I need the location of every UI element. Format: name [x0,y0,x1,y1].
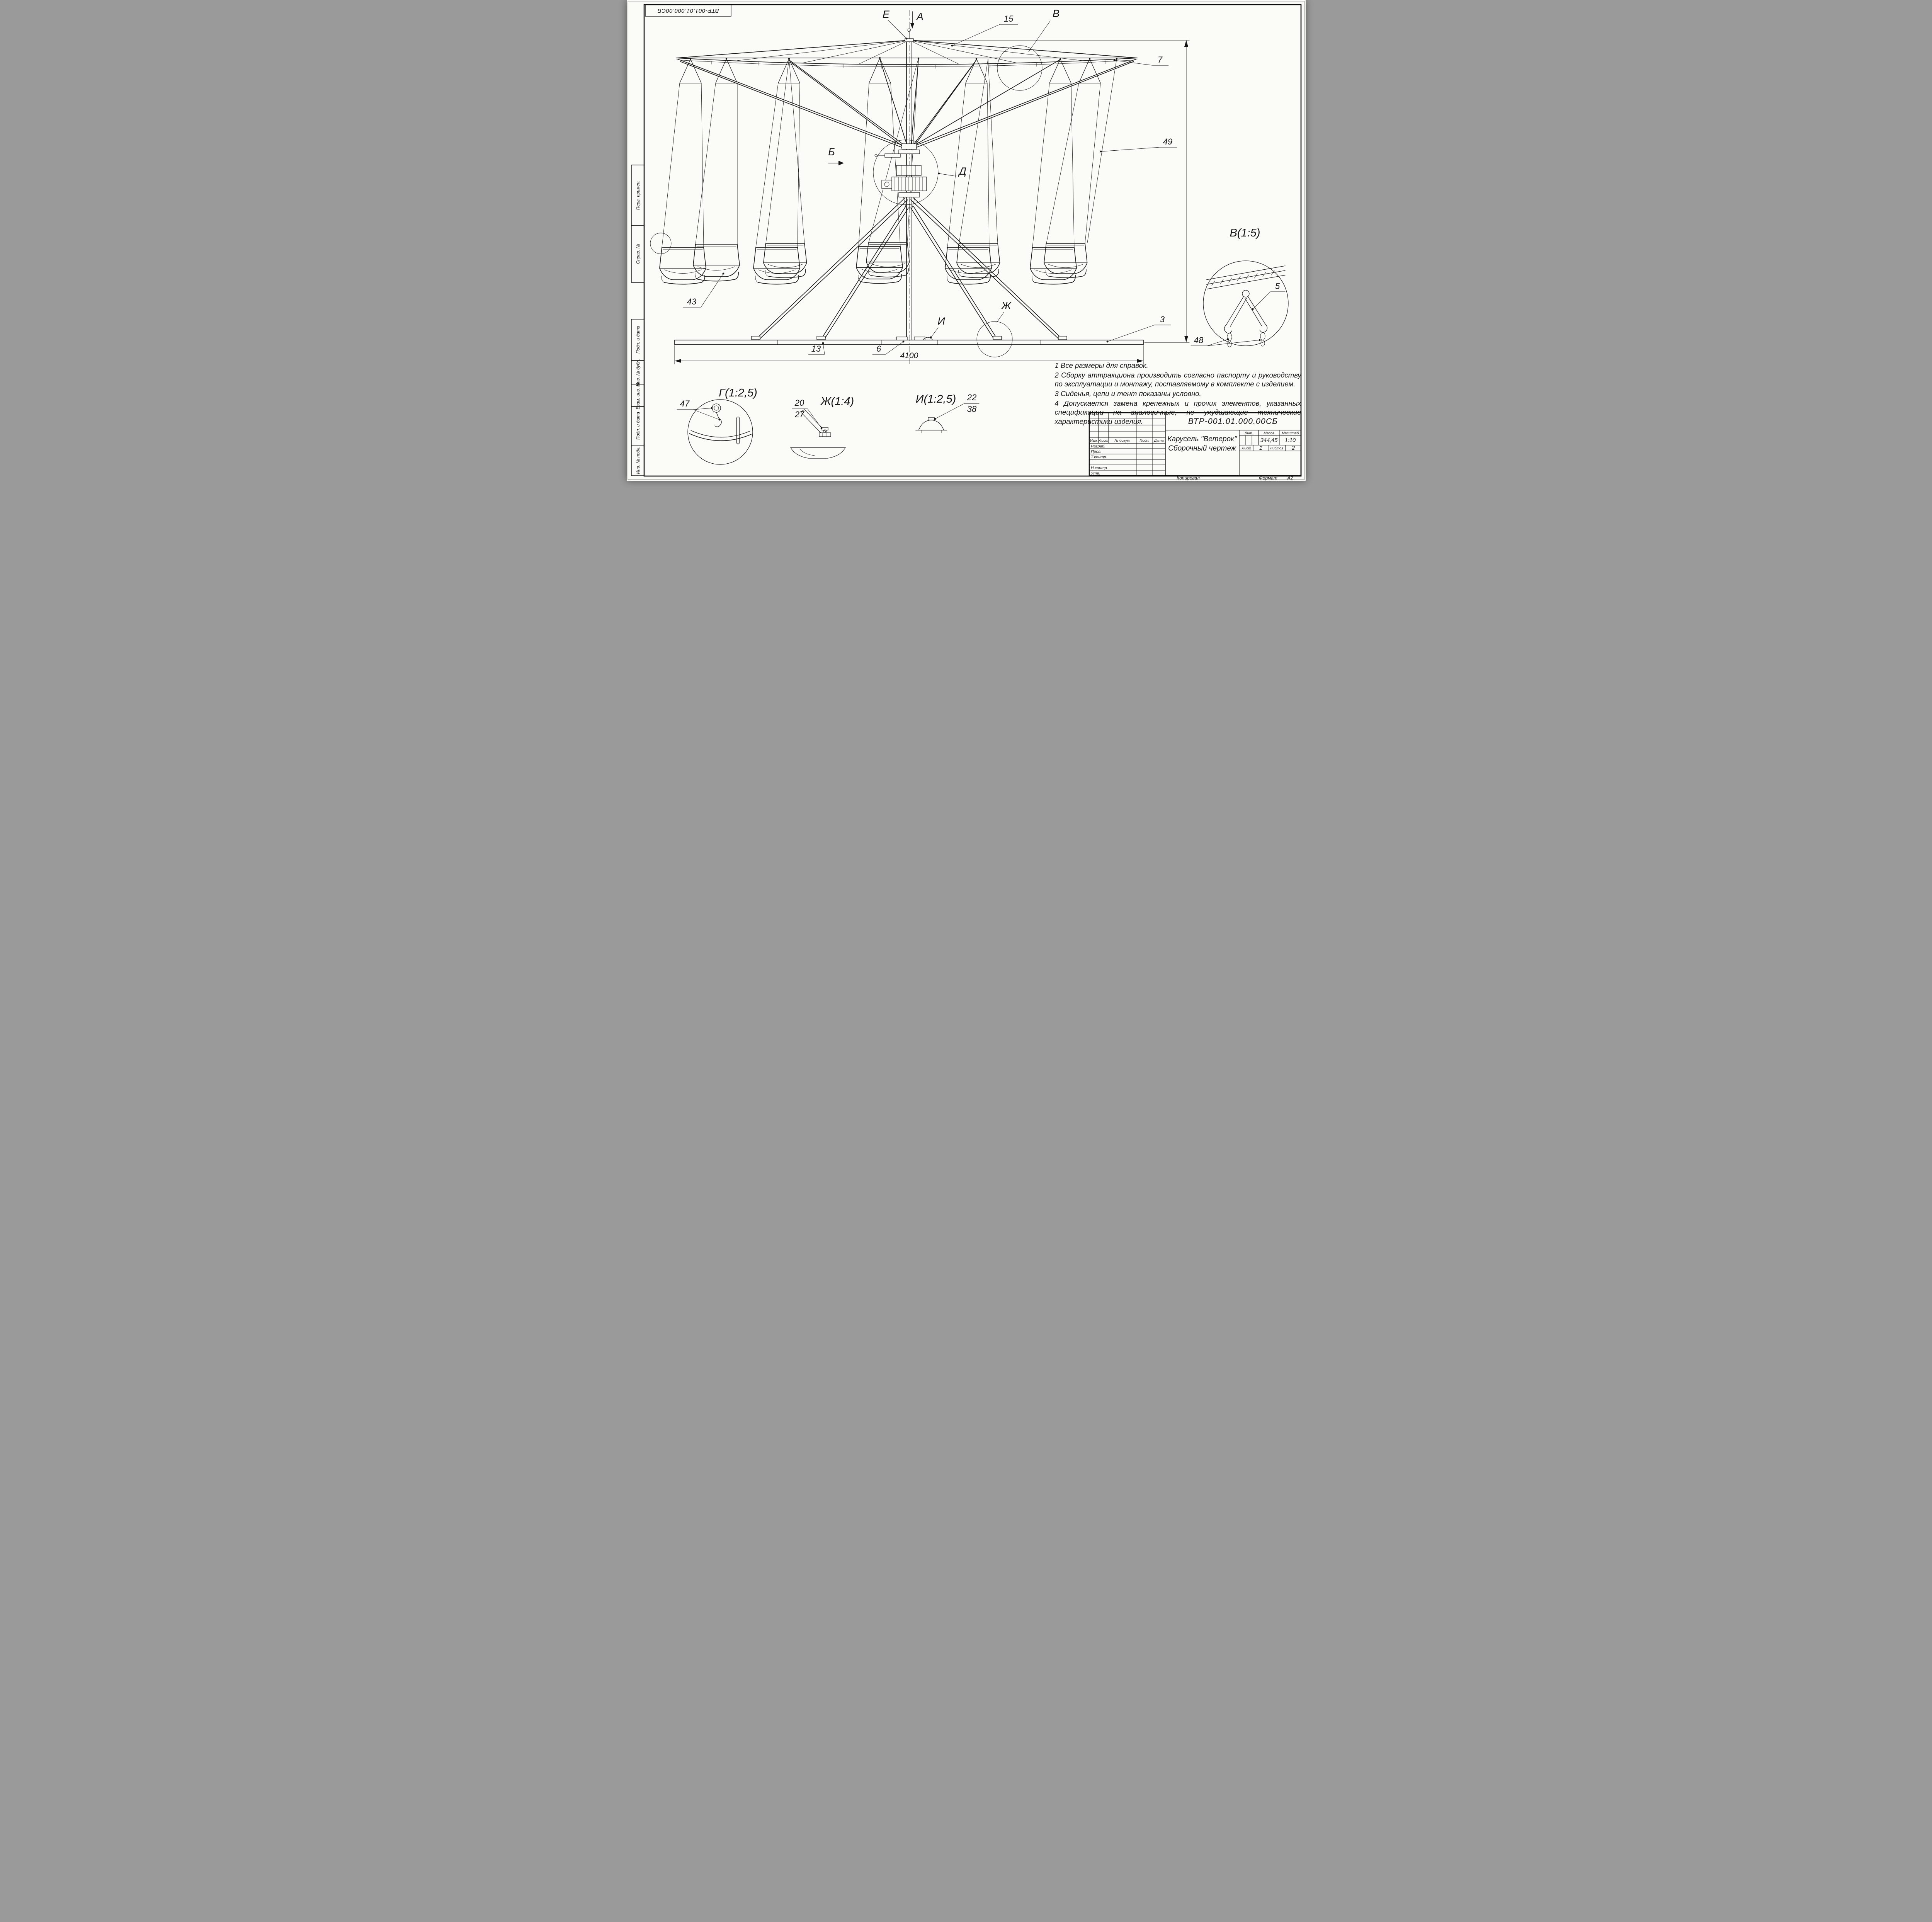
main-view-carousel: 4100 Е А 15 В 7 49 Б [650,8,1189,365]
tb-col-izm: Изм. [1090,439,1097,443]
detail-view-b: В(1:5) 5 48 [1190,227,1289,347]
support-legs [751,197,1067,340]
callout-27: 27 [794,410,804,419]
title-block: ВТР-001.01.000.00СБ Карусель "Ветерок" С… [1088,412,1301,476]
detail-zh-title: Ж(1:4) [820,395,854,408]
callout-13: 13 [811,344,821,354]
callout-i: И [937,315,945,327]
callout-b: В [1053,8,1060,19]
tb-col-ndoc: № докум. [1114,439,1131,443]
callout-38: 38 [967,404,976,414]
dimension-4100: 4100 [674,345,1143,364]
margin-label: Подп. и дата [636,412,641,440]
tb-row-nkontr: Н.контр. [1091,466,1108,470]
tb-row-razrab: Разраб. [1091,444,1105,449]
tb-col-list: Лист [1098,439,1108,443]
callouts: Е А 15 В 7 49 Б Д 43 Ж И 13 [683,8,1177,355]
tb-col-data: Дата [1153,439,1163,443]
tb-scale-label: Масштаб [1281,431,1299,435]
base-ground-beam [674,337,1144,345]
drawing-sheet: Перв. примен. Справ. № Подп. и дата Инв.… [626,0,1306,481]
note-line: 3 Сиденья, цепи и тент показаны условно. [1054,390,1201,398]
tb-scale-value: 1:10 [1284,437,1295,444]
footer-labels: Копировал Формат А2 [1177,475,1293,481]
margin-label: Инв. № дубл. [636,359,641,386]
callout-3: 3 [1160,315,1165,324]
callout-22: 22 [966,393,976,402]
note-line: 4 Допускается замена крепежных и прочих … [1054,399,1301,426]
tb-lit-label: Лит. [1244,431,1253,435]
title-doc-type: Сборочный чертеж [1168,444,1236,452]
technical-notes: 1 Все размеры для справок. 2 Сборку аттр… [1055,361,1301,427]
margin-label: Справ. № [636,243,641,264]
callout-zh: Ж [1000,300,1012,311]
title-doc-number: ВТР-001.01.000.00СБ [1188,417,1277,426]
canopy-tent [676,40,1138,69]
callout-e: Е [883,9,890,20]
detail-g-boundary-circle [650,233,671,254]
dimension-4100-text: 4100 [900,351,918,360]
footer-format-label: Формат [1259,475,1277,481]
tb-sheets-value: 2 [1291,445,1294,451]
detail-i-title: И(1:2,5) [915,393,956,405]
tb-mass-value: 344,45 [1260,437,1277,444]
detail-b-title: В(1:5) [1230,227,1260,239]
margin-label: Инв. № подл. [636,446,641,474]
note-line: 2 Сборку аттракциона производить согласн… [1054,371,1301,388]
callout-48: 48 [1194,335,1203,345]
callout-47: 47 [680,399,689,408]
tb-col-podp: Подп. [1139,439,1149,443]
callout-7: 7 [1157,55,1162,65]
callout-15: 15 [1003,14,1013,24]
detail-b-boundary-circle [997,45,1042,91]
callout-49: 49 [1163,137,1172,146]
detail-view-i: И(1:2,5) 22 38 [915,393,979,433]
detail-zh-boundary-circle [976,321,1012,357]
suspension-arms [677,59,1136,150]
passenger-seats [659,242,1087,285]
doc-number-stamp-text: ВТР-001.01.000.00СБ [657,7,719,14]
detail-g-title: Г(1:2,5) [719,387,757,399]
callout-b-view: Б [828,146,835,158]
callout-6: 6 [876,344,881,354]
tb-sheet-label: Лист [1241,446,1251,451]
callout-d: Д [958,165,966,177]
title-product-name: Карусель "Ветерок" [1167,435,1237,443]
callout-a: А [916,11,923,22]
margin-label: Взам. инв. № [636,382,641,410]
detail-d-boundary-circle [873,139,938,205]
doc-number-stamp-rotated: ВТР-001.01.000.00СБ [645,4,731,17]
tb-mass-label: Масса [1263,431,1274,435]
margin-label: Подп. и дата [636,326,641,354]
tb-sheet-value: 1 [1259,445,1262,451]
detail-view-zh: Ж(1:4) 20 27 [790,395,854,459]
margin-label: Перв. примен. [636,180,641,210]
drive-machinery [874,143,927,209]
seat-chains [662,57,1117,248]
tb-row-prov: Пров. [1091,449,1102,454]
footer-copied: Копировал [1177,475,1200,481]
left-margin-column: Перв. примен. Справ. № Подп. и дата Инв.… [631,165,645,476]
callout-20: 20 [794,398,804,408]
assembly-drawing-svg: Перв. примен. Справ. № Подп. и дата Инв.… [628,1,1304,481]
tb-row-utv: Утв. [1090,471,1100,476]
callout-43: 43 [687,297,696,306]
callout-5: 5 [1275,281,1280,291]
tb-sheets-label: Листов [1269,446,1283,451]
tb-row-tkontr: Т.контр. [1091,455,1107,459]
note-line: 1 Все размеры для справок. [1054,361,1148,369]
detail-view-g: Г(1:2,5) 47 [677,387,757,465]
dimension-height [914,40,1189,343]
footer-format-value: А2 [1287,475,1293,481]
